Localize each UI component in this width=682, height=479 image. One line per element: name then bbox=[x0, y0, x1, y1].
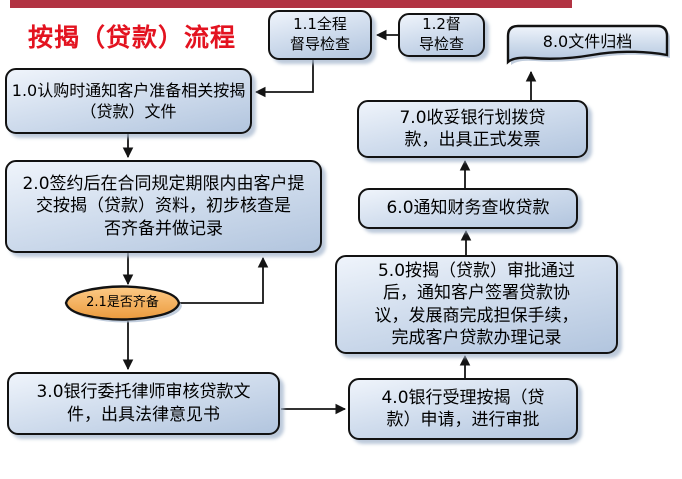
flow-node-5-0: 5.0按揭（贷款）审批通过 后，通知客户签署贷款协 议，发展商完成担保手续， 完… bbox=[335, 255, 618, 354]
edge-2-1-to-2-0 bbox=[180, 256, 269, 304]
flow-node-4-0: 4.0银行受理按揭（贷 款）申请，进行审批 bbox=[348, 378, 578, 440]
flow-node-1-1: 1.1全程 督导检查 bbox=[268, 10, 372, 60]
flow-node-1-2: 1.2督 导检查 bbox=[398, 13, 485, 57]
flow-node-6-0: 6.0通知财务查收贷款 bbox=[358, 188, 578, 229]
decision-shape-2-1 bbox=[64, 285, 181, 321]
flow-node-3-0: 3.0银行委托律师审核贷款文 件，出具法律意见书 bbox=[7, 372, 280, 435]
flow-node-7-0: 7.0收妥银行划拨贷 款，出具正式发票 bbox=[357, 100, 588, 158]
top-accent-bar bbox=[10, 0, 572, 8]
document-shape-8-0 bbox=[506, 24, 669, 65]
flow-node-2-0: 2.0签约后在合同规定期限内由客户提 交按揭（贷款）资料，初步核查是 否齐备并做… bbox=[5, 160, 322, 253]
page-title: 按揭（贷款）流程 bbox=[28, 23, 237, 52]
edge-1-1-to-1-0 bbox=[254, 60, 314, 98]
flow-node-1-0: 1.0认购时通知客户准备相关按揭 （贷款）文件 bbox=[5, 68, 252, 134]
flow-node-8-0-label: 8.0文件归档 bbox=[542, 32, 633, 51]
flow-node-2-1-label: 2.1是否齐备 bbox=[86, 294, 159, 310]
